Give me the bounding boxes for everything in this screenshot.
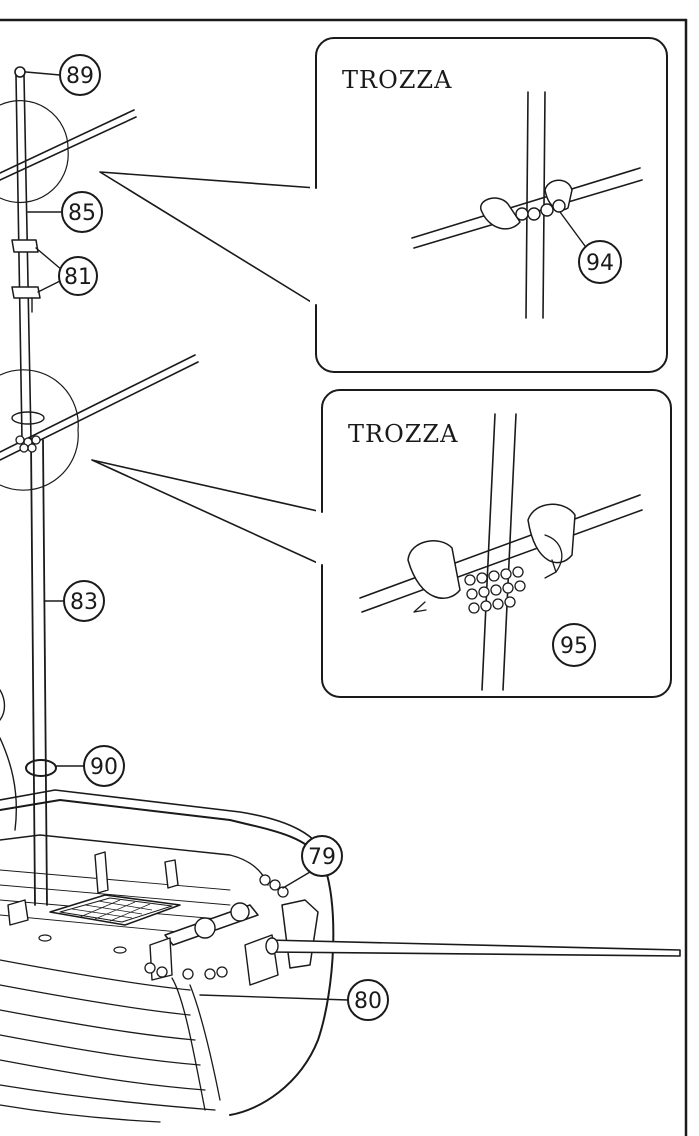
belaying-pins-79: [144, 874, 289, 980]
parrel-beads: [11, 411, 45, 453]
callout-81: 81: [35, 247, 98, 296]
svg-text:94: 94: [586, 251, 614, 276]
svg-text:81: 81: [64, 265, 92, 290]
lower-detail-panel: TROZZA: [91, 389, 672, 698]
callout-95: 95: [552, 623, 596, 667]
upper-detail-circle: [0, 100, 69, 204]
parrel-95-detail: [407, 503, 576, 614]
mast: [0, 66, 199, 906]
callout-83: 83: [43, 580, 105, 622]
callout-85: 85: [27, 191, 103, 233]
svg-text:79: 79: [308, 845, 336, 870]
mast-band-81a: [11, 239, 39, 253]
mast-band-81b: [11, 286, 41, 299]
upper-panel-title: TROZZA: [342, 66, 452, 94]
svg-text:85: 85: [68, 201, 96, 226]
hull: [0, 789, 681, 1123]
svg-text:95: 95: [560, 634, 588, 659]
mast-ring-90: [25, 759, 57, 777]
upper-detail-panel: TROZZA: [99, 37, 668, 373]
svg-text:90: 90: [90, 755, 118, 780]
bowsprit: [265, 937, 681, 957]
lower-detail-circle: [0, 369, 79, 491]
svg-text:80: 80: [354, 989, 382, 1014]
callout-90: 90: [55, 745, 125, 787]
svg-text:83: 83: [70, 590, 98, 615]
callout-80: 80: [199, 979, 389, 1021]
callout-89: 89: [25, 54, 101, 96]
lower-panel-title: TROZZA: [348, 420, 458, 448]
callout-79: 79: [282, 835, 343, 889]
page-frame: [0, 18, 688, 1136]
lower-yard: [0, 354, 196, 453]
truck-89: [14, 66, 26, 78]
callout-94: 94: [559, 211, 622, 284]
svg-text:89: 89: [66, 64, 94, 89]
parrel-94-detail: [479, 179, 573, 230]
